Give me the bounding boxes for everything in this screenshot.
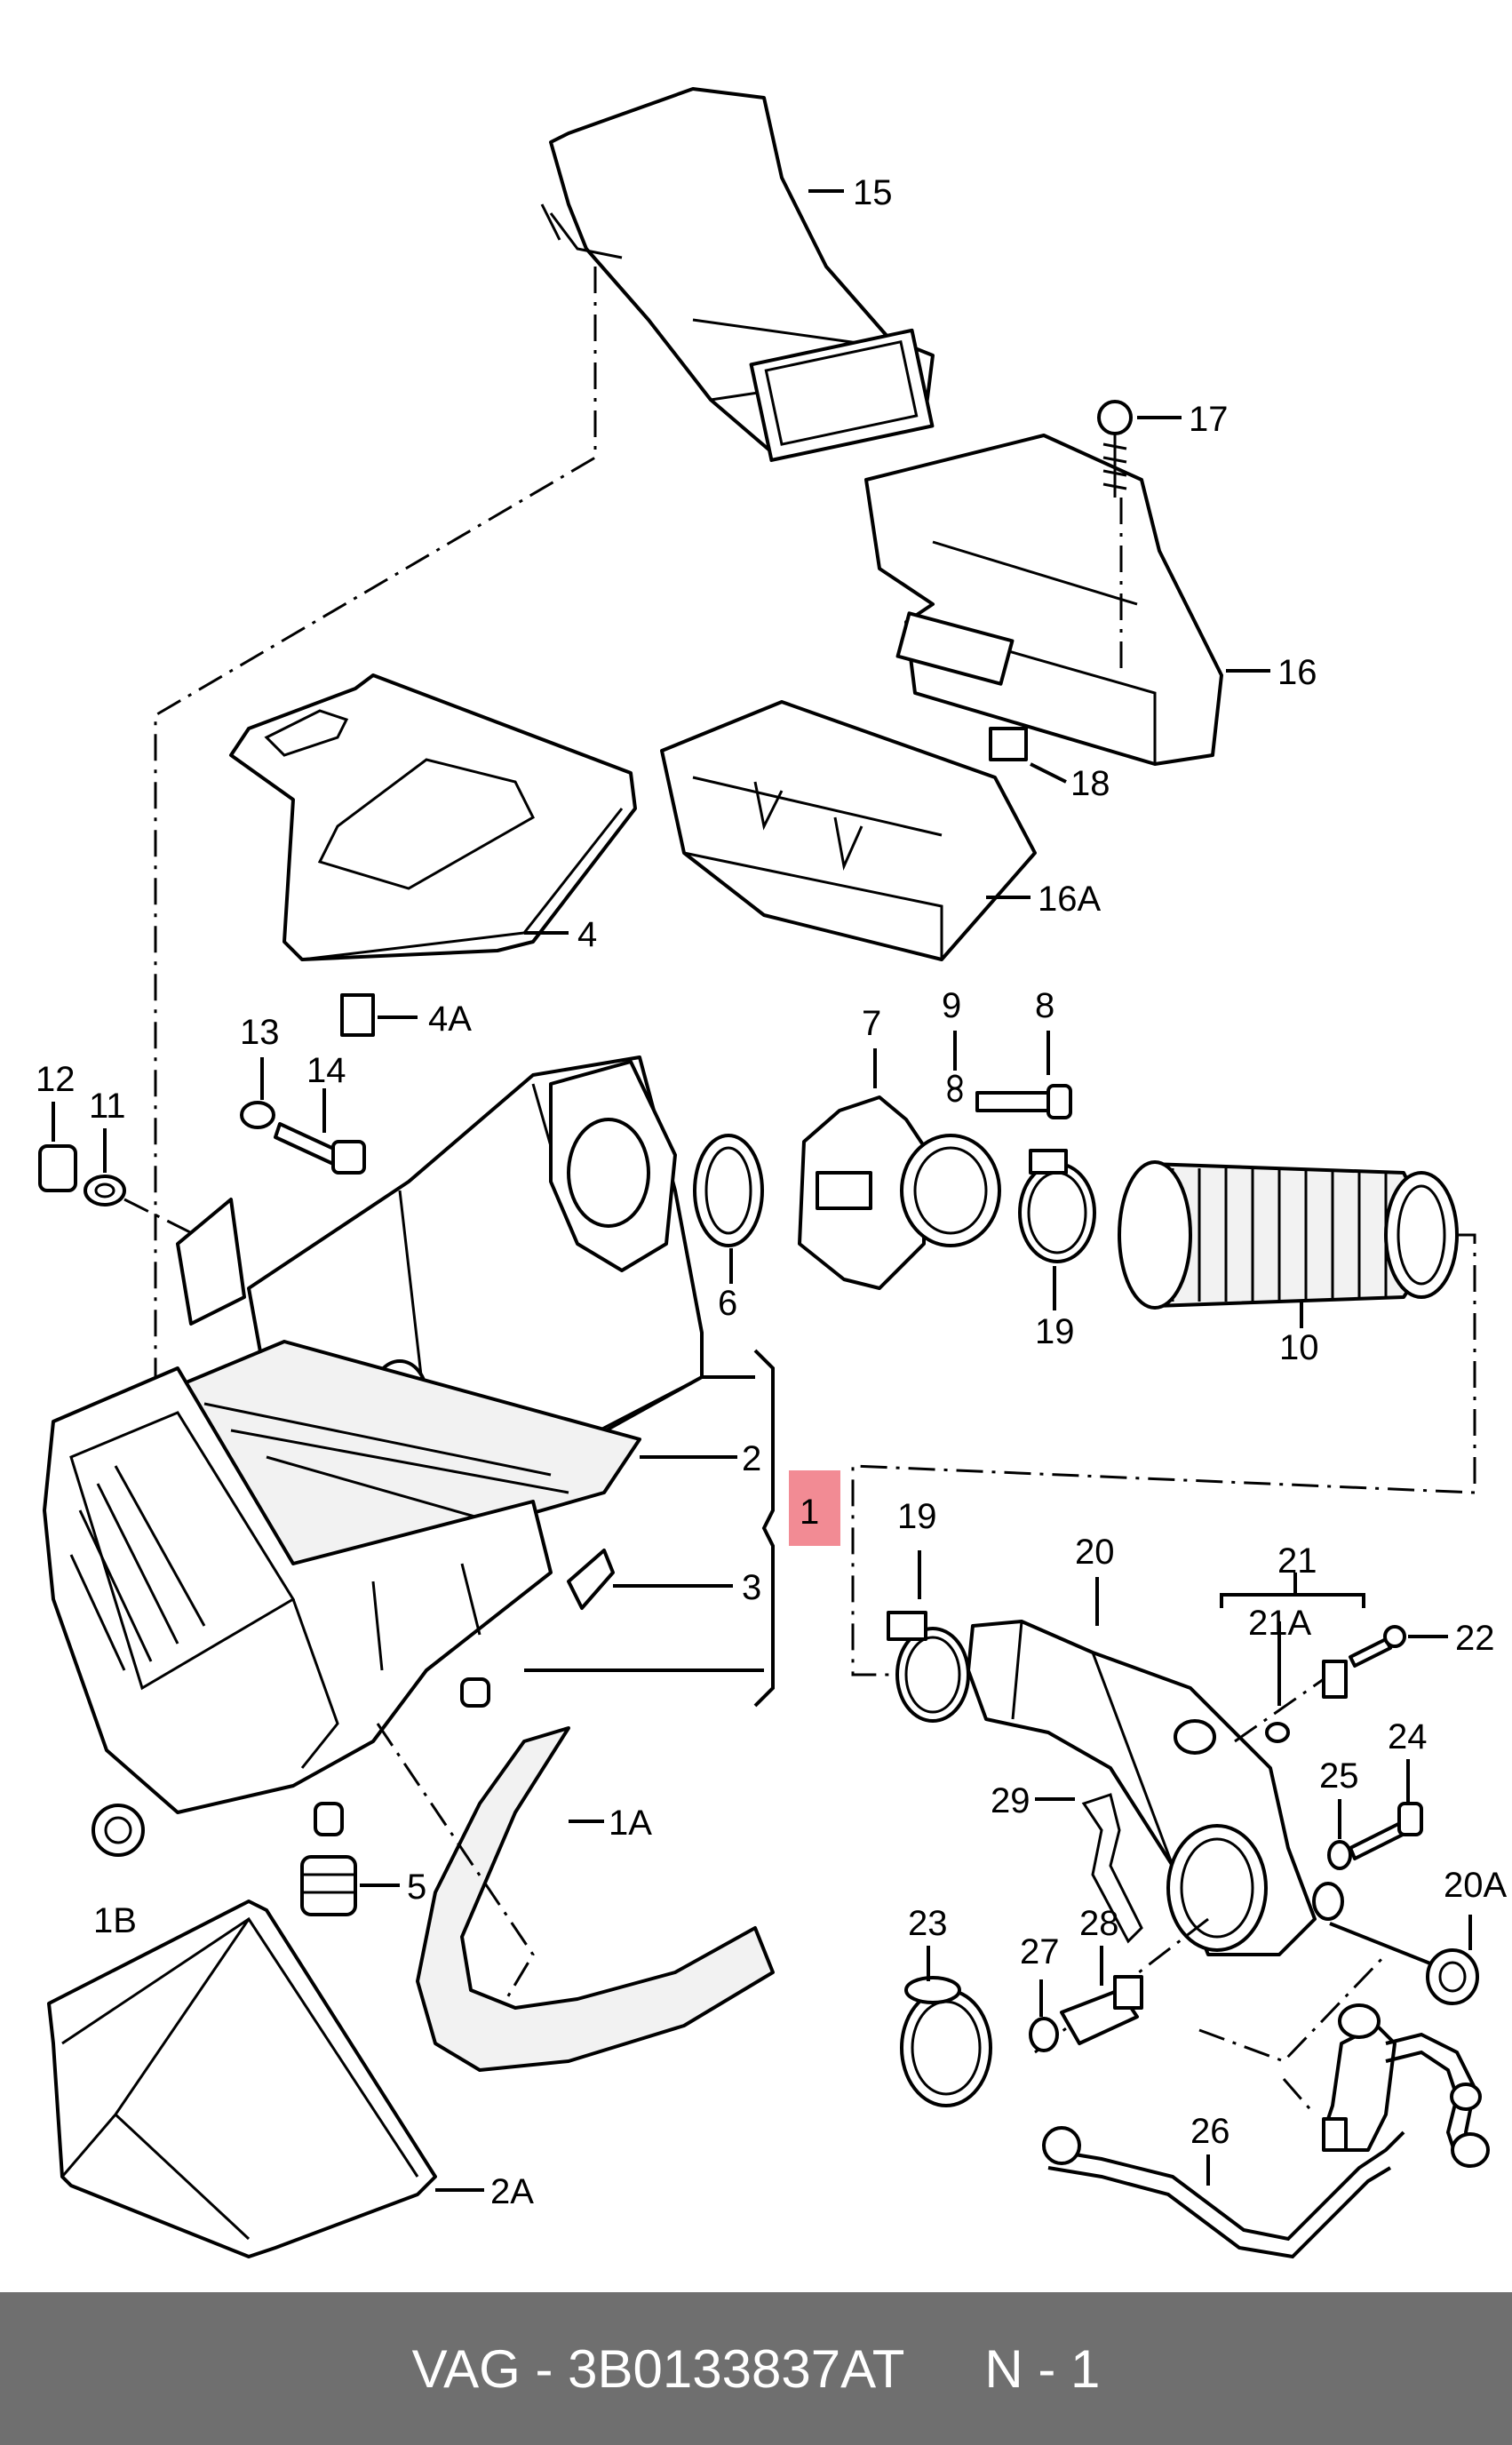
part-27-oring (1029, 2017, 1059, 2052)
part-15-intake-duct (540, 87, 935, 462)
part-23-ring (900, 1976, 992, 2107)
part-12-plug (38, 1144, 77, 1192)
label-2A: 2A (490, 2172, 534, 2211)
label-19-top: 19 (1035, 1312, 1075, 1351)
part-10-bellows-hose (1118, 1160, 1459, 1310)
part-24-bolt (1349, 1802, 1423, 1860)
footer-page: N - 1 (984, 2338, 1101, 2399)
label-1-highlight (789, 1470, 840, 1546)
part-20-intake-pipe (967, 1620, 1344, 1956)
label-20A: 20A (1444, 1866, 1507, 1905)
label-23: 23 (908, 1904, 948, 1943)
part-3-clip (567, 1549, 615, 1610)
label-3: 3 (742, 1568, 761, 1607)
part-1B-grommet (92, 1804, 145, 1857)
label-12: 12 (36, 1060, 76, 1099)
part-7-air-mass-meter (798, 1095, 1001, 1290)
label-21: 21 (1277, 1541, 1317, 1581)
part-4A-clip (340, 993, 375, 1037)
label-17: 17 (1189, 400, 1229, 439)
label-25: 25 (1319, 1756, 1359, 1796)
label-16A: 16A (1038, 880, 1101, 919)
part-11-grommet (84, 1175, 126, 1207)
part-22-screw (1349, 1625, 1406, 1668)
label-9: 9 (942, 986, 961, 1025)
label-19-lower: 19 (897, 1497, 937, 1536)
part-9-washer (947, 1074, 963, 1103)
label-10: 10 (1279, 1328, 1319, 1367)
label-6: 6 (718, 1284, 737, 1323)
part-25-washer (1327, 1840, 1352, 1870)
label-8: 8 (1035, 986, 1054, 1025)
label-14: 14 (306, 1051, 346, 1090)
label-21A: 21A (1248, 1604, 1311, 1643)
part-16-duct (864, 434, 1223, 766)
part-19-clamp-lower (887, 1611, 970, 1723)
label-4: 4 (577, 915, 597, 954)
label-22: 22 (1455, 1619, 1495, 1658)
label-2: 2 (742, 1439, 761, 1478)
part-13-washer (240, 1101, 275, 1129)
label-1B: 1B (93, 1901, 137, 1940)
label-20: 20 (1075, 1533, 1115, 1572)
part-16A-duct (660, 700, 1037, 961)
label-5: 5 (407, 1868, 426, 1907)
label-24: 24 (1388, 1717, 1428, 1756)
label-28: 28 (1079, 1904, 1119, 1943)
part-26-hose-assembly (1042, 2003, 1490, 2259)
label-7: 7 (862, 1004, 881, 1043)
label-18: 18 (1070, 764, 1110, 803)
part-6-seal (693, 1134, 764, 1247)
part-2A-lower-box (47, 1899, 437, 2258)
label-16: 16 (1277, 653, 1317, 692)
label-26: 26 (1190, 2112, 1230, 2151)
label-1: 1 (800, 1493, 819, 1532)
label-4A: 4A (428, 1000, 472, 1039)
part-17-screw (1097, 400, 1133, 675)
part-5-mount (300, 1855, 357, 1916)
parts-diagram: 15 16 17 18 16A 4 4A 12 (36, 87, 1507, 2259)
part-4-cover (229, 673, 637, 961)
part-1-air-filter-housing (43, 1055, 704, 1836)
label-27: 27 (1020, 1932, 1060, 1971)
footer-bar: VAG - 3B0133837AT N - 1 (0, 2292, 1512, 2445)
part-28-valve (1060, 1975, 1143, 2045)
part-14-bolt (274, 1122, 366, 1175)
part-19-clamp-top (1018, 1149, 1096, 1263)
part-29-clip (1081, 1793, 1143, 1944)
footer-part-number: VAG - 3B0133837AT (411, 2338, 905, 2399)
part-20A-cap (1426, 1948, 1479, 2005)
label-13: 13 (240, 1013, 280, 1052)
label-29: 29 (991, 1781, 1031, 1820)
part-18-clip (989, 727, 1028, 761)
label-1A: 1A (609, 1804, 652, 1843)
label-11: 11 (89, 1087, 126, 1126)
part-1A-drain-hose (416, 1726, 775, 2072)
part-8-bolt (975, 1084, 1072, 1119)
label-15: 15 (853, 173, 893, 212)
